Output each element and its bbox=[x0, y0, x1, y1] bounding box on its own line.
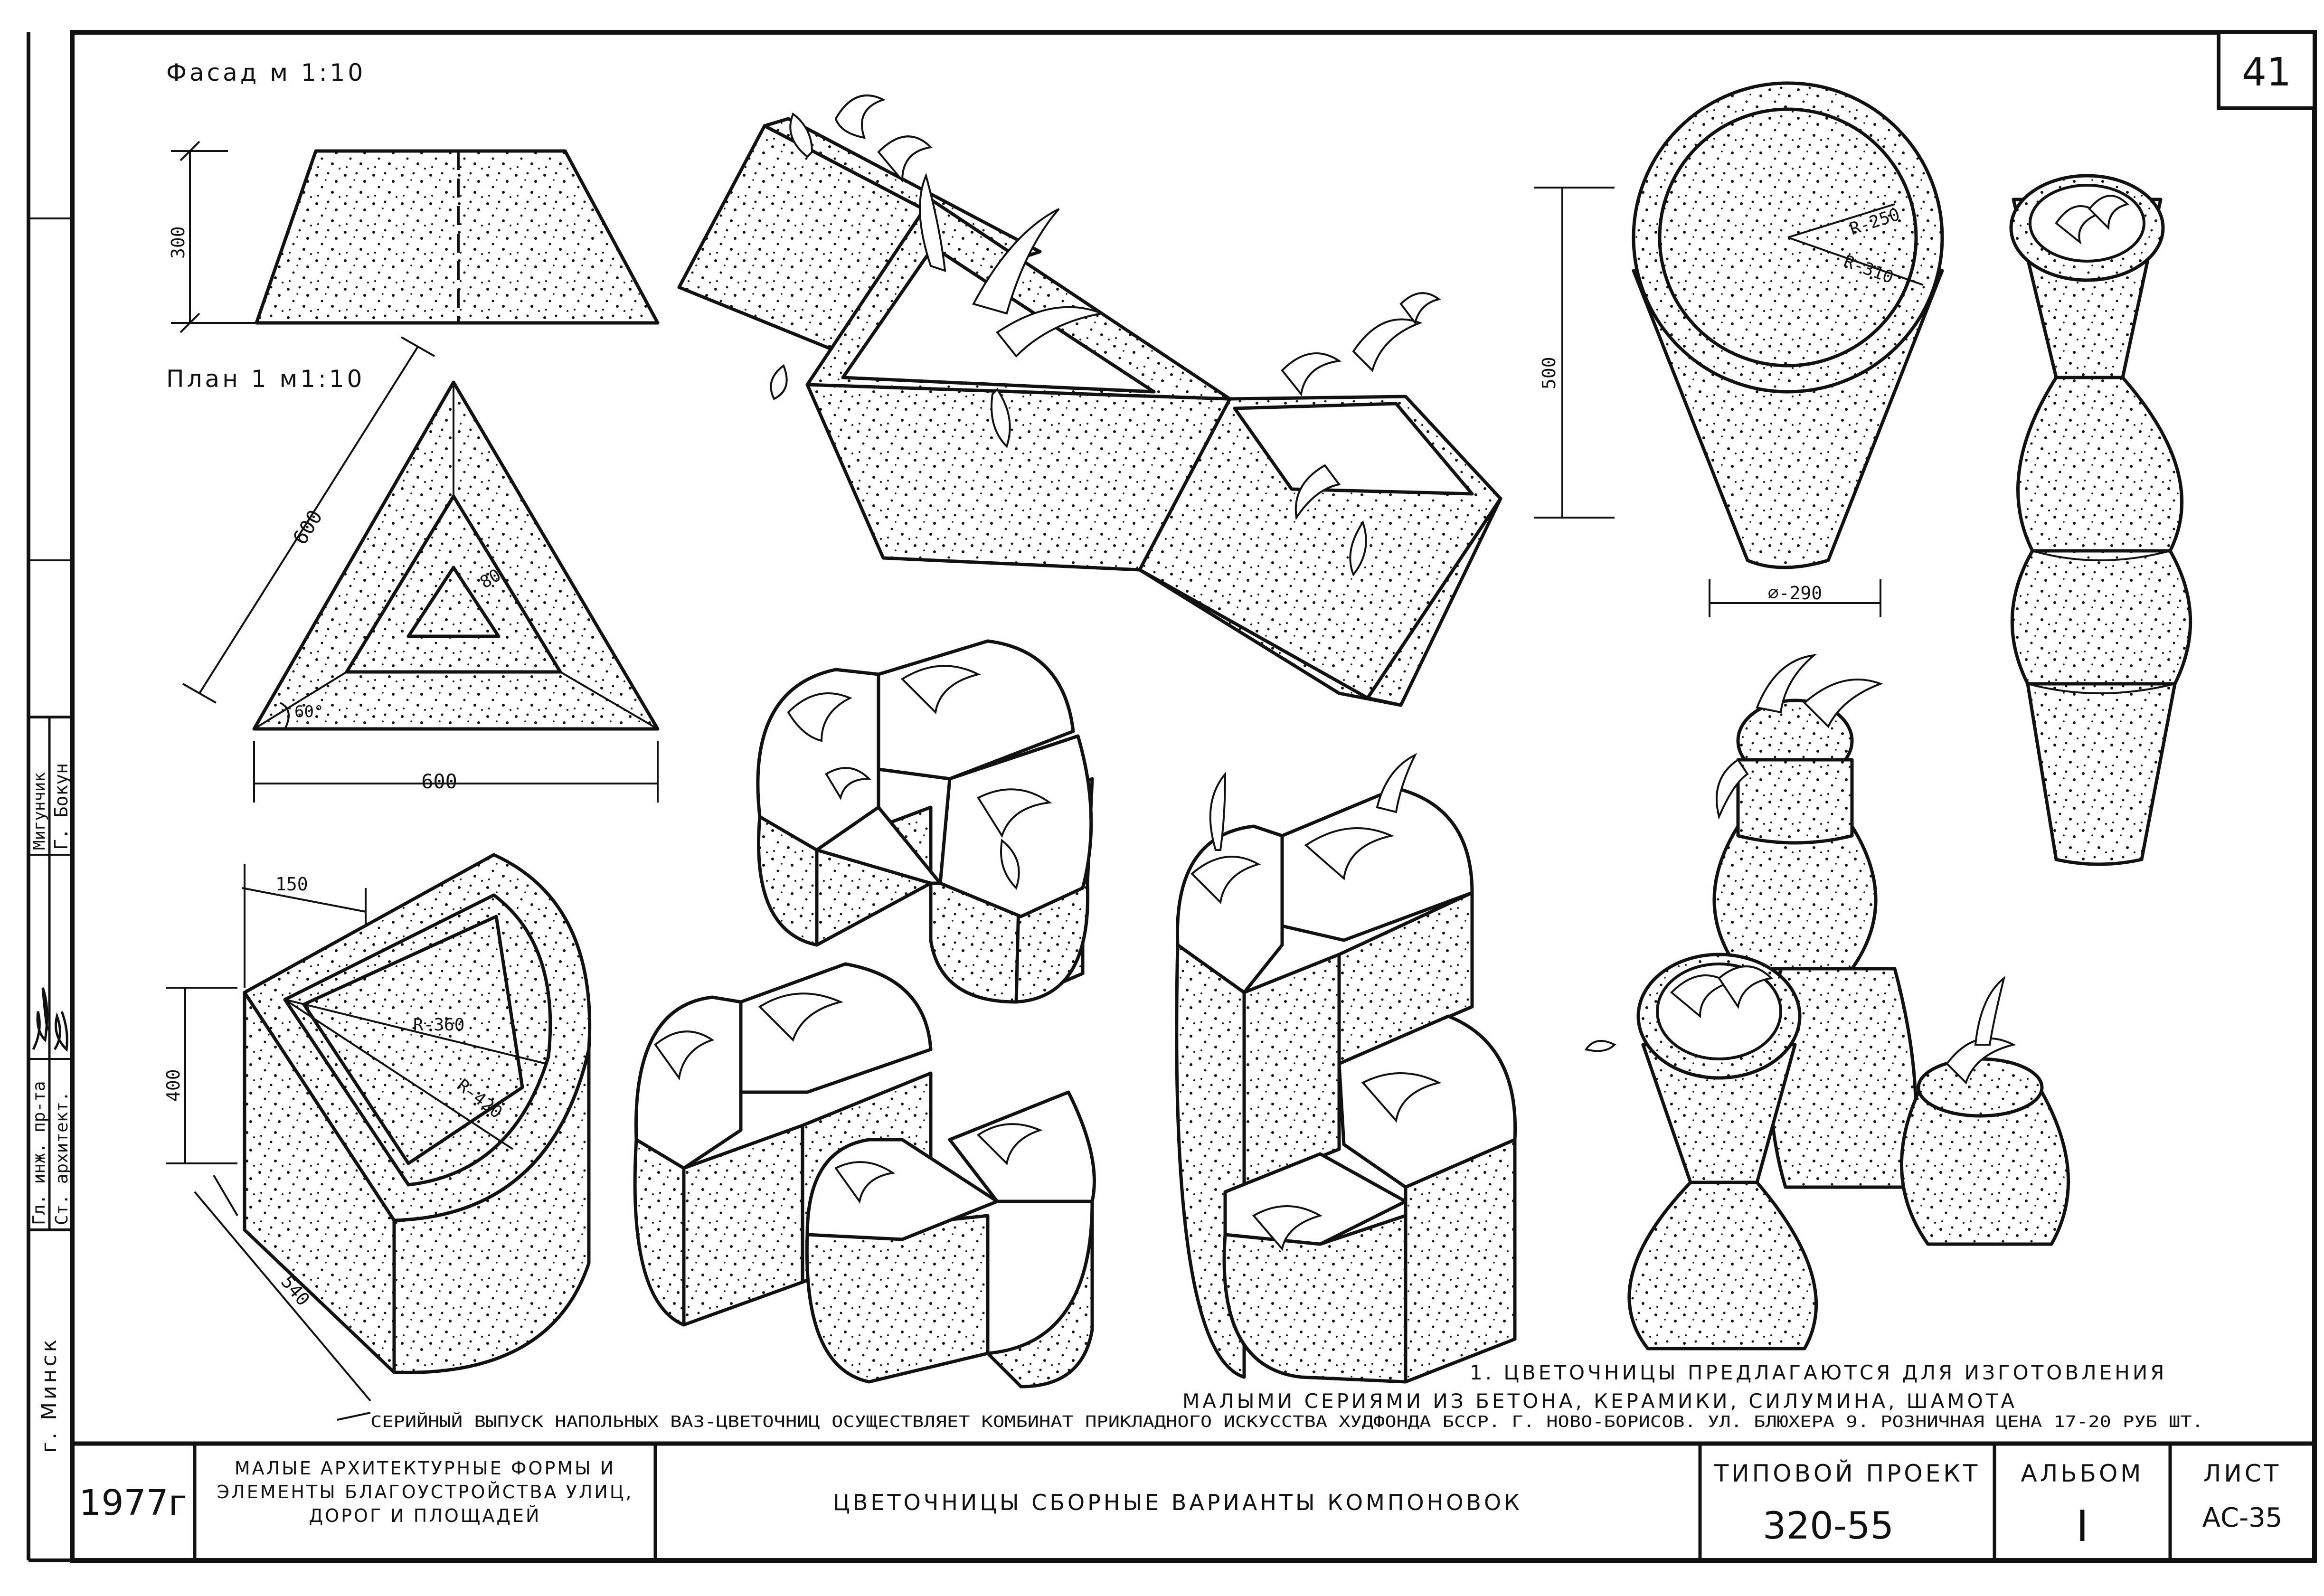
vase-group bbox=[1584, 654, 2070, 1350]
year: 1977г bbox=[79, 1483, 187, 1523]
cyl-diameter: ⌀-290 bbox=[1768, 583, 1822, 604]
plan-title: План 1 м1:10 bbox=[166, 365, 365, 393]
stacked-vase bbox=[2009, 174, 2192, 866]
plant-triangle-a bbox=[770, 94, 1105, 448]
quarter-module-drawing: R-360 R-420 150 400 540 bbox=[163, 853, 592, 1402]
signature-2 bbox=[53, 1011, 68, 1052]
album-value: I bbox=[2076, 1502, 2089, 1551]
project-number: 320-55 bbox=[1763, 1505, 1894, 1548]
sheet-title: Цветочницы сборные варианты компоновок bbox=[833, 1490, 1522, 1515]
sheet-label: Лист bbox=[2203, 1460, 2281, 1487]
facade-drawing: Фасад м 1:10 300 bbox=[166, 59, 660, 333]
triangular-planter-composition bbox=[677, 94, 1502, 707]
project-label: Типовой проект bbox=[1714, 1459, 1981, 1487]
album-label: Альбом bbox=[2021, 1460, 2144, 1487]
stamp-name-2: Г. Бокун bbox=[51, 763, 72, 850]
note-3: Серийный выпуск напольных ваз-цветочниц … bbox=[370, 1412, 2203, 1431]
facade-title: Фасад м 1:10 bbox=[166, 59, 366, 86]
stamp-city: г. Минск bbox=[37, 1337, 61, 1453]
quarter-tower-c bbox=[1175, 753, 1517, 1384]
side-stamp: Гл. инж. пр-та Ст. архитект. Мигунчик Г.… bbox=[28, 217, 72, 1453]
qm-height-dim: 400 bbox=[163, 1069, 184, 1102]
title-block: 1977г Малые архитектурные формы и элемен… bbox=[72, 1441, 2315, 1560]
qm-r-inner: R-360 bbox=[413, 1015, 464, 1035]
cyl-height-dim: 500 bbox=[1539, 357, 1559, 389]
signature-1 bbox=[32, 987, 49, 1050]
plan-drawing: План 1 м1:10 600 600 80 60° bbox=[166, 336, 660, 803]
plan-angle: 60° bbox=[294, 702, 323, 721]
plant-triangle-b bbox=[1281, 292, 1441, 576]
sheet-number-box: 41 bbox=[2217, 30, 2316, 110]
note-1: 1. Цветочницы предлагаются для изготовле… bbox=[1470, 1361, 2167, 1384]
stamp-role-2: Ст. архитект. bbox=[52, 1091, 72, 1225]
sheet-number: 41 bbox=[2242, 50, 2291, 95]
series-title: Малые архитектурные формы и элементы бла… bbox=[217, 1458, 633, 1526]
plan-base-dim: 600 bbox=[421, 770, 457, 793]
stamp-name-1: Мигунчик bbox=[30, 772, 49, 850]
sheet-frame bbox=[27, 30, 2317, 1563]
sheet-value: АС-35 bbox=[2202, 1502, 2283, 1533]
quarter-cluster-b bbox=[633, 962, 1096, 1388]
cylinder-planter-drawing: R-250 R-310 500 ⌀-290 bbox=[1534, 81, 1944, 617]
qm-width-dim: 150 bbox=[275, 874, 308, 895]
quarter-cluster-a bbox=[756, 639, 1094, 1004]
stamp-role-1: Гл. инж. пр-та bbox=[29, 1081, 49, 1225]
facade-height-dim: 300 bbox=[168, 226, 189, 259]
note-2: малыми сериями из бетона, керамики, силу… bbox=[1182, 1389, 2017, 1413]
notes: 1. Цветочницы предлагаются для изготовле… bbox=[337, 1361, 2203, 1431]
